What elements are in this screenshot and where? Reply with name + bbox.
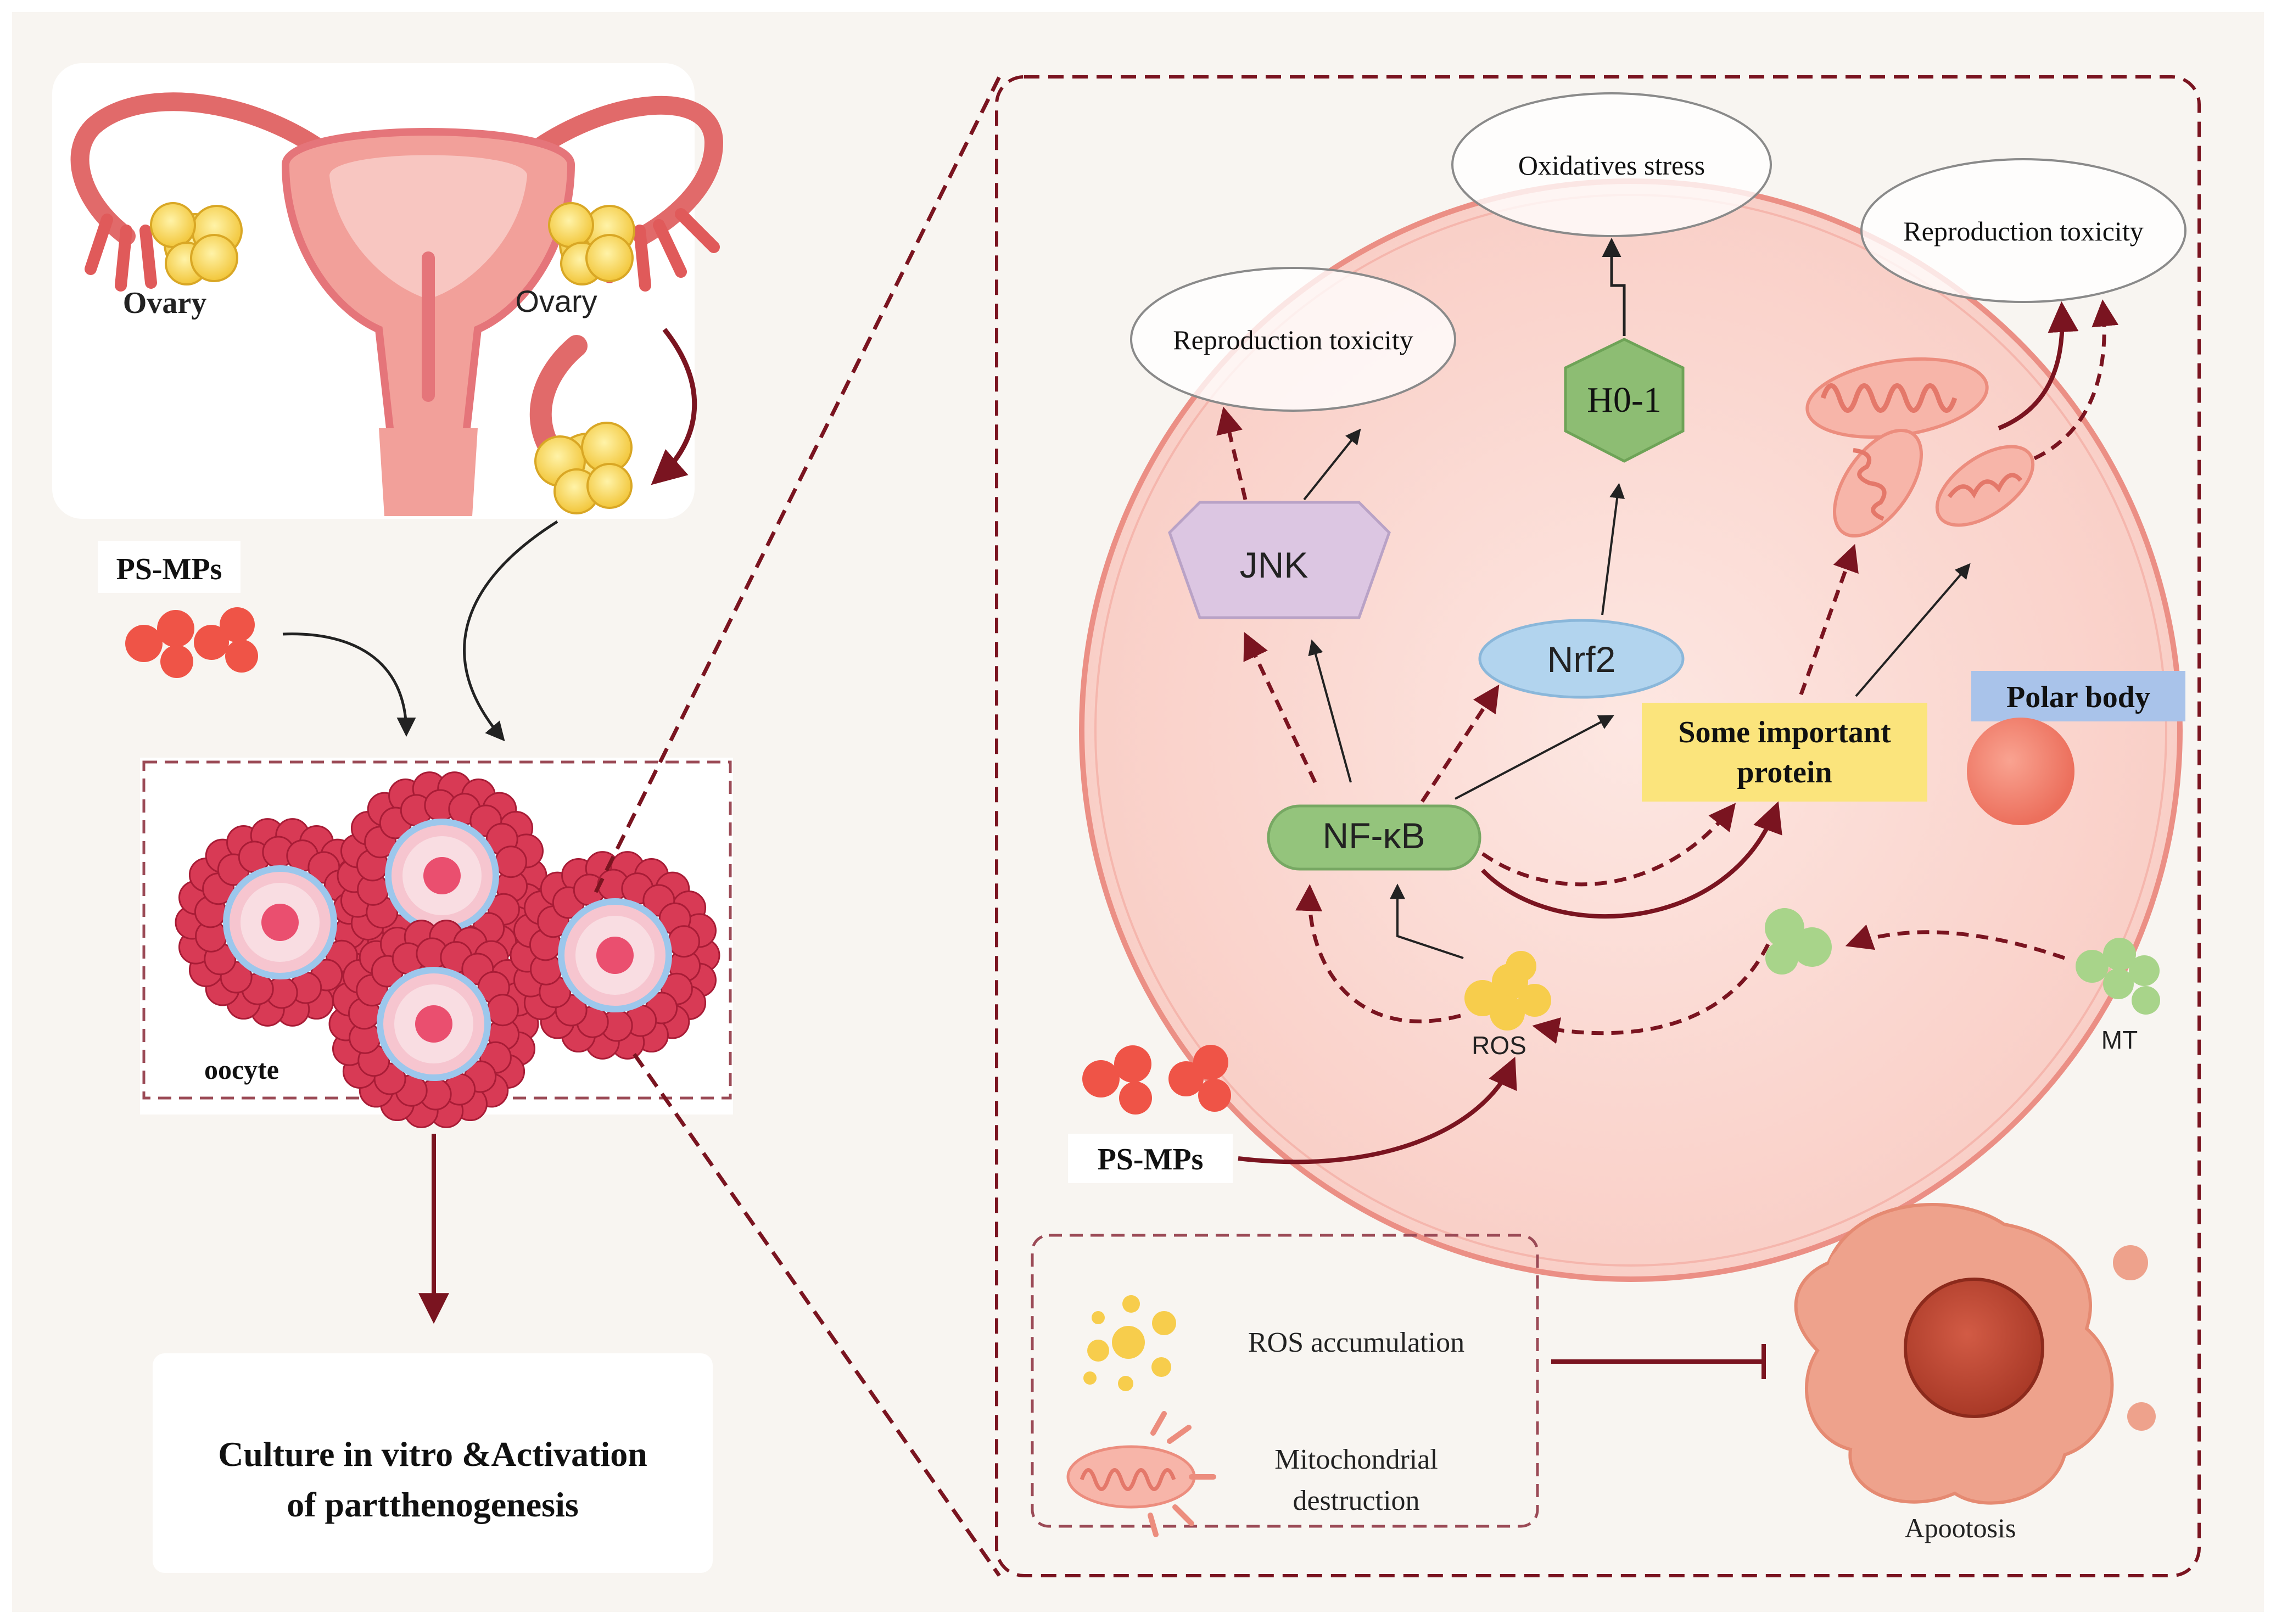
- mt-particles-inner: [1765, 908, 1832, 975]
- jnk-to-tox-solid: [1303, 428, 1361, 501]
- jnk-to-tox-dashed: [1216, 406, 1248, 500]
- nfkb-to-jnk-dashed: [1243, 632, 1317, 783]
- mitochondria-icon: [1805, 357, 2035, 538]
- nfkb-to-protein-curve: [1481, 801, 1782, 919]
- oocyte-label: oocyte: [204, 1054, 279, 1085]
- repro-toxicity-right-label: Reproduction toxicity: [1903, 216, 2143, 247]
- repro-toxicity-left-label: Reproduction toxicity: [1173, 324, 1413, 355]
- repro-toxicity-left-ellipse: [1130, 267, 1456, 412]
- nfkb-node: [1267, 804, 1481, 871]
- oocyte: [510, 851, 720, 1060]
- nrf2-to-ho1-arrow: [1601, 483, 1625, 615]
- protein-to-mito-solid: [1855, 563, 1971, 697]
- psmps-label-box-right: [1068, 1134, 1233, 1183]
- mt-to-ros-dashed: [1532, 943, 1770, 1044]
- legend-mito-line2: destruction: [1293, 1485, 1419, 1516]
- protein-to-mito-dashed: [1799, 544, 1859, 696]
- legend-ros-label: ROS accumulation: [1248, 1327, 1464, 1358]
- legend-box: [1031, 1234, 1539, 1528]
- ros-to-nfkb-dashed: [1295, 884, 1461, 1023]
- ros-particles: [1464, 951, 1551, 1031]
- oxidative-stress-label: Oxidatives stress: [1518, 150, 1705, 181]
- ros-accumulation-icon: [1083, 1295, 1176, 1391]
- ho1-to-oxstress-arrow: [1602, 238, 1626, 336]
- nrf2-node: [1478, 619, 1685, 699]
- psmps-particles-right: [1082, 1045, 1231, 1115]
- polar-body-label-box: [1971, 671, 2185, 721]
- nfkb-to-protein-dashed: [1481, 803, 1736, 887]
- psmps-to-oocyte-arrow: [282, 632, 416, 737]
- polar-body-label: Polar body: [2006, 680, 2150, 714]
- ho1-node: [1564, 338, 1685, 463]
- nfkb-to-jnk-solid: [1308, 639, 1352, 783]
- ho1-label: H0-1: [1587, 380, 1662, 420]
- ros-label: ROS: [1472, 1031, 1526, 1060]
- mt-label: MT: [2101, 1026, 2138, 1054]
- jnk-label: JNK: [1240, 545, 1308, 585]
- polar-body: [1967, 718, 2074, 825]
- repro-toxicity-right-ellipse: [1860, 158, 2186, 303]
- nfkb-label: NF-κB: [1323, 815, 1425, 856]
- ovary-extract-arrow: [651, 328, 697, 485]
- culture-line1: Culture in vitro &Activation: [218, 1435, 647, 1474]
- oocyte-cluster: [175, 771, 720, 1128]
- nfkb-to-protein-solid: [1455, 715, 1614, 800]
- psmps-label-box-left: [98, 541, 241, 593]
- mito-to-tox-solid: [1998, 301, 2079, 430]
- ovary-right-label: Ovary: [515, 284, 597, 318]
- ros-to-nfkb-solid: [1390, 883, 1464, 959]
- nfkb-to-nrf2-dashed: [1421, 684, 1500, 803]
- zoom-line-bottom: [633, 1052, 1001, 1577]
- psmps-label-right: PS-MPs: [1098, 1143, 1204, 1177]
- mito-destruction-icon: [1066, 1411, 1216, 1537]
- culture-box: [153, 1353, 713, 1573]
- uterus-illustration: [70, 92, 724, 516]
- psmps-particles-left: [125, 607, 258, 678]
- ovary-to-oocyte-arrow: [463, 520, 558, 742]
- oocyte: [328, 920, 539, 1128]
- jnk-node: [1168, 501, 1391, 619]
- nrf2-label: Nrf2: [1547, 639, 1616, 680]
- legend-mito-line1: Mitochondrial: [1274, 1444, 1438, 1475]
- culture-line2: of partthenogenesis: [287, 1485, 579, 1524]
- ovary-left-label: Ovary: [123, 286, 206, 320]
- protein-node: [1642, 703, 1927, 802]
- protein-line2: protein: [1737, 755, 1832, 789]
- mt-particles-outer: [2076, 938, 2160, 1015]
- mito-to-tox-dashed: [2033, 299, 2119, 461]
- psmps-to-ros-arrow: [1238, 1056, 1517, 1164]
- apoptotic-cell-icon: [1794, 1203, 2156, 1505]
- protein-line1: Some important: [1678, 715, 1891, 749]
- apoptosis-label: Apootosis: [1905, 1513, 2016, 1543]
- mt-outer-to-inner-dashed: [1845, 924, 2066, 960]
- zoom-panel: [995, 75, 2201, 1577]
- zoom-line-top: [594, 76, 1002, 893]
- psmps-label-left: PS-MPs: [116, 552, 222, 586]
- oxidative-stress-ellipse: [1451, 92, 1772, 237]
